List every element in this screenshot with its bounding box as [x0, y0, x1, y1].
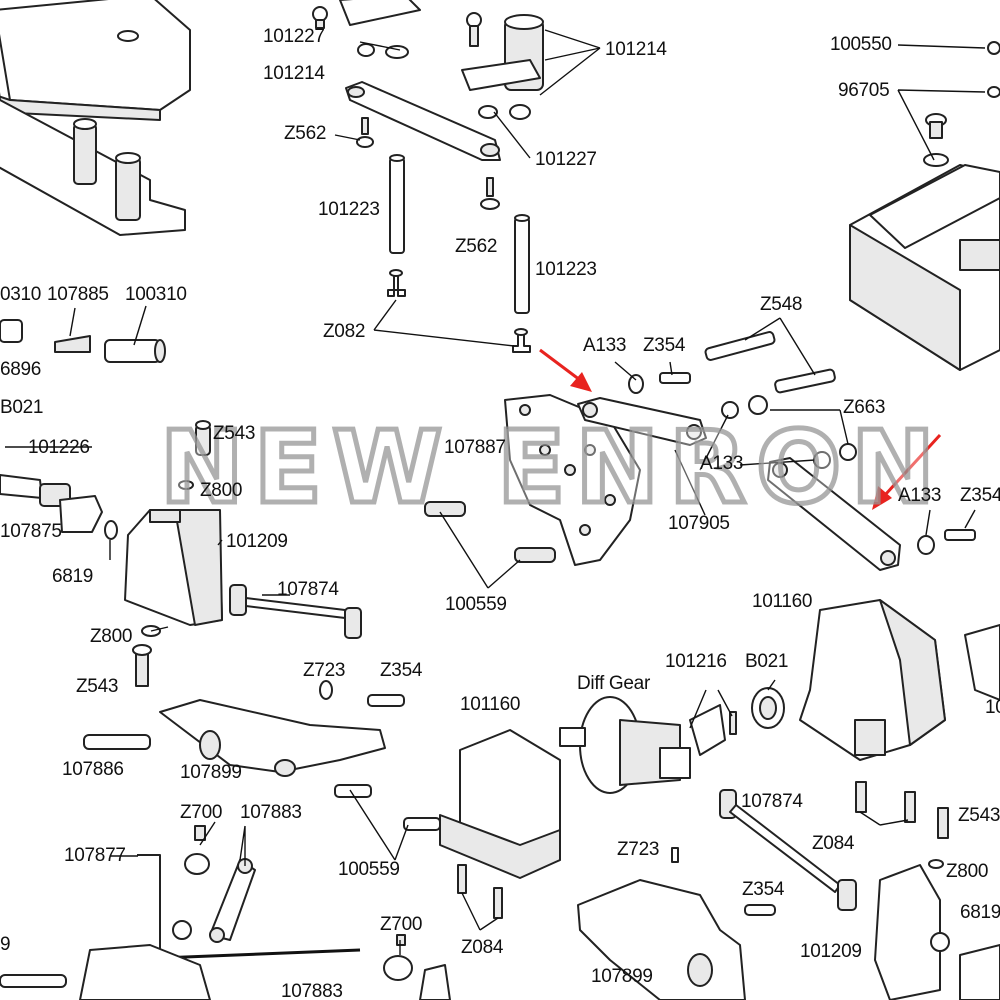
posts-101223 [387, 154, 531, 353]
part-label: Z800 [946, 861, 989, 882]
receiver-box [849, 41, 1000, 371]
part-label: Z354 [960, 485, 1000, 506]
part-label: 10 [985, 697, 1000, 718]
part-label: 9 [0, 934, 11, 955]
part-label: Z543 [213, 423, 256, 444]
part-label: A133 [700, 453, 744, 474]
driveshaft-107874-lower [719, 789, 857, 911]
part-label: 107877 [64, 845, 126, 866]
part-label: 101227 [263, 26, 325, 47]
part-label: Z562 [284, 123, 327, 144]
part-label: 100559 [338, 859, 400, 880]
part-label: 101226 [28, 437, 90, 458]
part-label: 101160 [460, 694, 521, 715]
part-label: 100559 [445, 594, 507, 615]
gearbox-101160-center [334, 729, 561, 879]
part-label: 107887 [444, 437, 506, 458]
leader-lines [5, 29, 986, 955]
part-label: Z084 [461, 937, 504, 958]
part-label: 6819 [960, 902, 1000, 923]
part-label: 6896 [0, 359, 42, 380]
part-label: 101216 [665, 651, 727, 672]
chassis-plate-top-left [0, 0, 191, 236]
part-label: 101214 [605, 39, 667, 60]
part-label: 107905 [668, 513, 730, 534]
part-label: Z354 [643, 335, 686, 356]
part-label: Z700 [380, 914, 423, 935]
part-label: 107874 [277, 579, 339, 600]
part-label: 0310 [0, 284, 42, 305]
part-label: Z663 [843, 397, 886, 418]
part-label: 107883 [281, 981, 343, 1000]
bulkhead-101209-left [124, 420, 223, 687]
part-label: 96705 [838, 80, 890, 101]
part-label: 6819 [52, 566, 94, 587]
part-label: 101227 [535, 149, 597, 170]
part-label: Diff Gear [577, 673, 650, 694]
part-label: 101223 [318, 199, 380, 220]
part-label: A133 [898, 485, 942, 506]
steering-bellcranks [312, 0, 544, 210]
part-label: 100550 [830, 34, 892, 55]
left-shaft-parts [0, 319, 166, 540]
part-label: 107875 [0, 521, 62, 542]
part-label: 101209 [800, 941, 862, 962]
part-label: 107886 [62, 759, 124, 780]
part-label: 107899 [180, 762, 242, 783]
part-label: 107874 [741, 791, 803, 812]
part-label: 101214 [263, 63, 325, 84]
bulkhead-101209-right [855, 781, 1000, 1000]
part-label: Z700 [180, 802, 223, 823]
red-arrows [539, 348, 942, 510]
part-label: 107899 [591, 966, 653, 987]
part-label: Z543 [76, 676, 119, 697]
part-label: 107883 [240, 802, 302, 823]
lower-arms [83, 680, 776, 1000]
part-label: Z354 [380, 660, 423, 681]
part-label: Z800 [200, 480, 243, 501]
part-label: Z723 [617, 839, 660, 860]
part-label: Z800 [90, 626, 133, 647]
part-label: 101223 [535, 259, 597, 280]
part-label: 101160 [752, 591, 813, 612]
part-label: 100310 [125, 284, 187, 305]
part-label: 101209 [226, 531, 288, 552]
part-label: Z562 [455, 236, 498, 257]
part-label: Z082 [323, 321, 366, 342]
part-label: Z084 [812, 833, 855, 854]
part-label: A133 [583, 335, 627, 356]
part-label: Z543 [958, 805, 1000, 826]
driveshaft-107874-upper [229, 584, 362, 639]
part-label: Z548 [760, 294, 803, 315]
gearbox-101160-right [799, 599, 1000, 761]
part-label: B021 [0, 397, 44, 418]
part-label: Z723 [303, 660, 346, 681]
part-label: B021 [745, 651, 789, 672]
part-label: Z354 [742, 879, 785, 900]
watermark-text: NEW ENRON [158, 409, 945, 526]
part-label: 107885 [47, 284, 109, 305]
camber-links [577, 331, 976, 571]
diff-gear-assembly [559, 687, 785, 794]
